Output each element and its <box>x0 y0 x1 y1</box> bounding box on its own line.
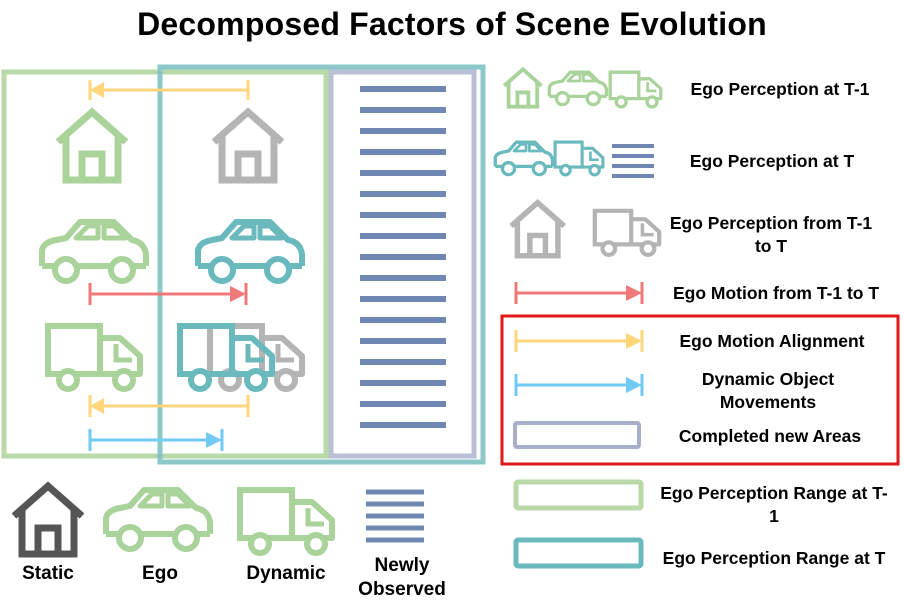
perception-range-t-box <box>157 64 486 465</box>
category-label-static: Static <box>22 563 74 584</box>
legend-label-range-t-minus-1: Ego Perception Range at T-1 <box>660 483 888 526</box>
legend-dynamic-movement-arrow <box>514 374 644 396</box>
ego-car-t-minus-1-icon <box>42 222 146 281</box>
legend-alignment-arrow <box>514 330 644 352</box>
category-label-dynamic: Dynamic <box>246 563 326 584</box>
legend-t-minus-1-house-icon <box>502 67 544 109</box>
legend-range-t-swatch <box>513 537 644 569</box>
legend-t-minus-1-to-t-house-icon <box>511 203 564 256</box>
alignment-arrow-bottom <box>88 395 250 417</box>
ego-motion-arrow <box>88 283 248 305</box>
legend-label-ego-motion: Ego Motion from T-1 to T <box>672 283 880 303</box>
static-category-icon <box>14 486 82 554</box>
legend-t-car-icon <box>493 140 555 177</box>
newly-observed-stripes <box>360 86 446 428</box>
newly-observed-box <box>328 69 477 459</box>
legend-t-minus-1-truck-icon <box>608 70 663 109</box>
legend-t-minus-1-car-icon <box>547 70 609 107</box>
page-title: Decomposed Factors of Scene Evolution <box>137 6 767 42</box>
static-house-t-minus-1-icon <box>58 112 126 180</box>
legend-label-t-minus-1-to-t: Ego Perception from T-1 to T <box>669 213 873 256</box>
legend-label-t-minus-1: Ego Perception at T-1 <box>690 79 870 99</box>
dynamic-category-icon <box>240 490 332 553</box>
legend-ego-motion-arrow <box>514 282 644 304</box>
ego-category-icon <box>106 490 210 549</box>
legend-label-range-t: Ego Perception Range at T <box>662 548 886 568</box>
category-label-ego: Ego <box>142 563 178 584</box>
legend-t-minus-1-to-t-truck-icon <box>595 211 659 255</box>
dynamic-truck-t-minus-1-icon <box>48 326 140 389</box>
legend-label-dynamic-movements: Dynamic Object Movements <box>701 369 835 412</box>
legend-t-stripes-icon <box>612 144 654 178</box>
newly-observed-category-icon <box>366 489 424 543</box>
dynamic-movement-arrow <box>88 429 224 451</box>
legend-highlight-box <box>500 314 900 466</box>
alignment-arrow-top <box>88 80 250 100</box>
static-house-t-icon <box>214 112 282 180</box>
legend-label-alignment: Ego Motion Alignment <box>679 331 865 351</box>
category-label-newly-observed: Newly Observed <box>358 555 446 600</box>
legend-t-truck-icon <box>553 140 605 177</box>
legend-completed-areas-swatch <box>513 421 641 449</box>
ego-car-t-icon <box>198 222 302 281</box>
legend-range-t-minus-1-swatch <box>513 479 644 511</box>
legend-label-t: Ego Perception at T <box>689 151 855 171</box>
perception-range-t-minus-1-box <box>1 69 329 459</box>
legend-label-completed-areas: Completed new Areas <box>678 426 862 446</box>
